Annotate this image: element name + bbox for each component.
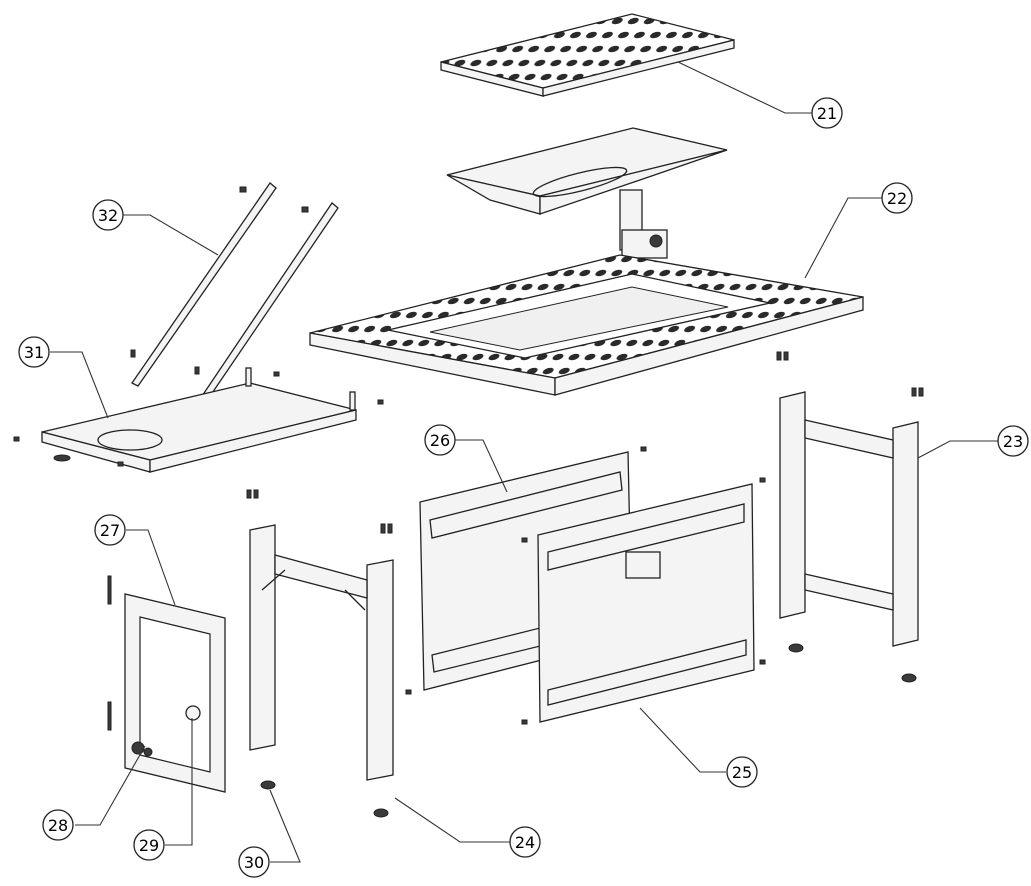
part-21-lid [440, 13, 735, 97]
callout-23-label: 23 [1003, 432, 1023, 451]
part-25-front-panel [521, 477, 766, 725]
callout-31: 31 [18, 336, 50, 368]
part-burner-pan [446, 127, 728, 309]
callout-26: 26 [424, 424, 456, 456]
callout-25: 25 [726, 756, 758, 788]
callout-23: 23 [997, 425, 1029, 457]
callout-29-label: 29 [139, 836, 159, 855]
part-23-right-leg-frame [776, 351, 924, 683]
callout-29: 29 [133, 829, 165, 861]
callout-28: 28 [42, 809, 74, 841]
part-31-base-tray [13, 367, 384, 473]
callout-30-label: 30 [244, 853, 264, 872]
part-32-struts [130, 182, 339, 406]
callout-27-label: 27 [100, 521, 120, 540]
callout-27: 27 [94, 514, 126, 546]
callout-28-label: 28 [48, 816, 68, 835]
part-24-left-leg-frame [246, 489, 394, 818]
callout-32: 32 [92, 199, 124, 231]
callout-31-label: 31 [24, 343, 44, 362]
leader-lines [50, 61, 1000, 863]
callout-30: 30 [238, 846, 270, 878]
callout-26-label: 26 [430, 431, 450, 450]
callout-32-label: 32 [98, 206, 118, 225]
callout-25-label: 25 [732, 763, 752, 782]
callout-22: 22 [881, 182, 913, 214]
part-30-foot [260, 780, 276, 790]
callout-22-label: 22 [887, 189, 907, 208]
callout-21: 21 [811, 97, 843, 129]
part-22-tabletop [309, 254, 864, 396]
callout-24: 24 [509, 826, 541, 858]
part-27-door [107, 575, 226, 793]
callout-21-label: 21 [817, 104, 837, 123]
callout-24-label: 24 [515, 833, 535, 852]
